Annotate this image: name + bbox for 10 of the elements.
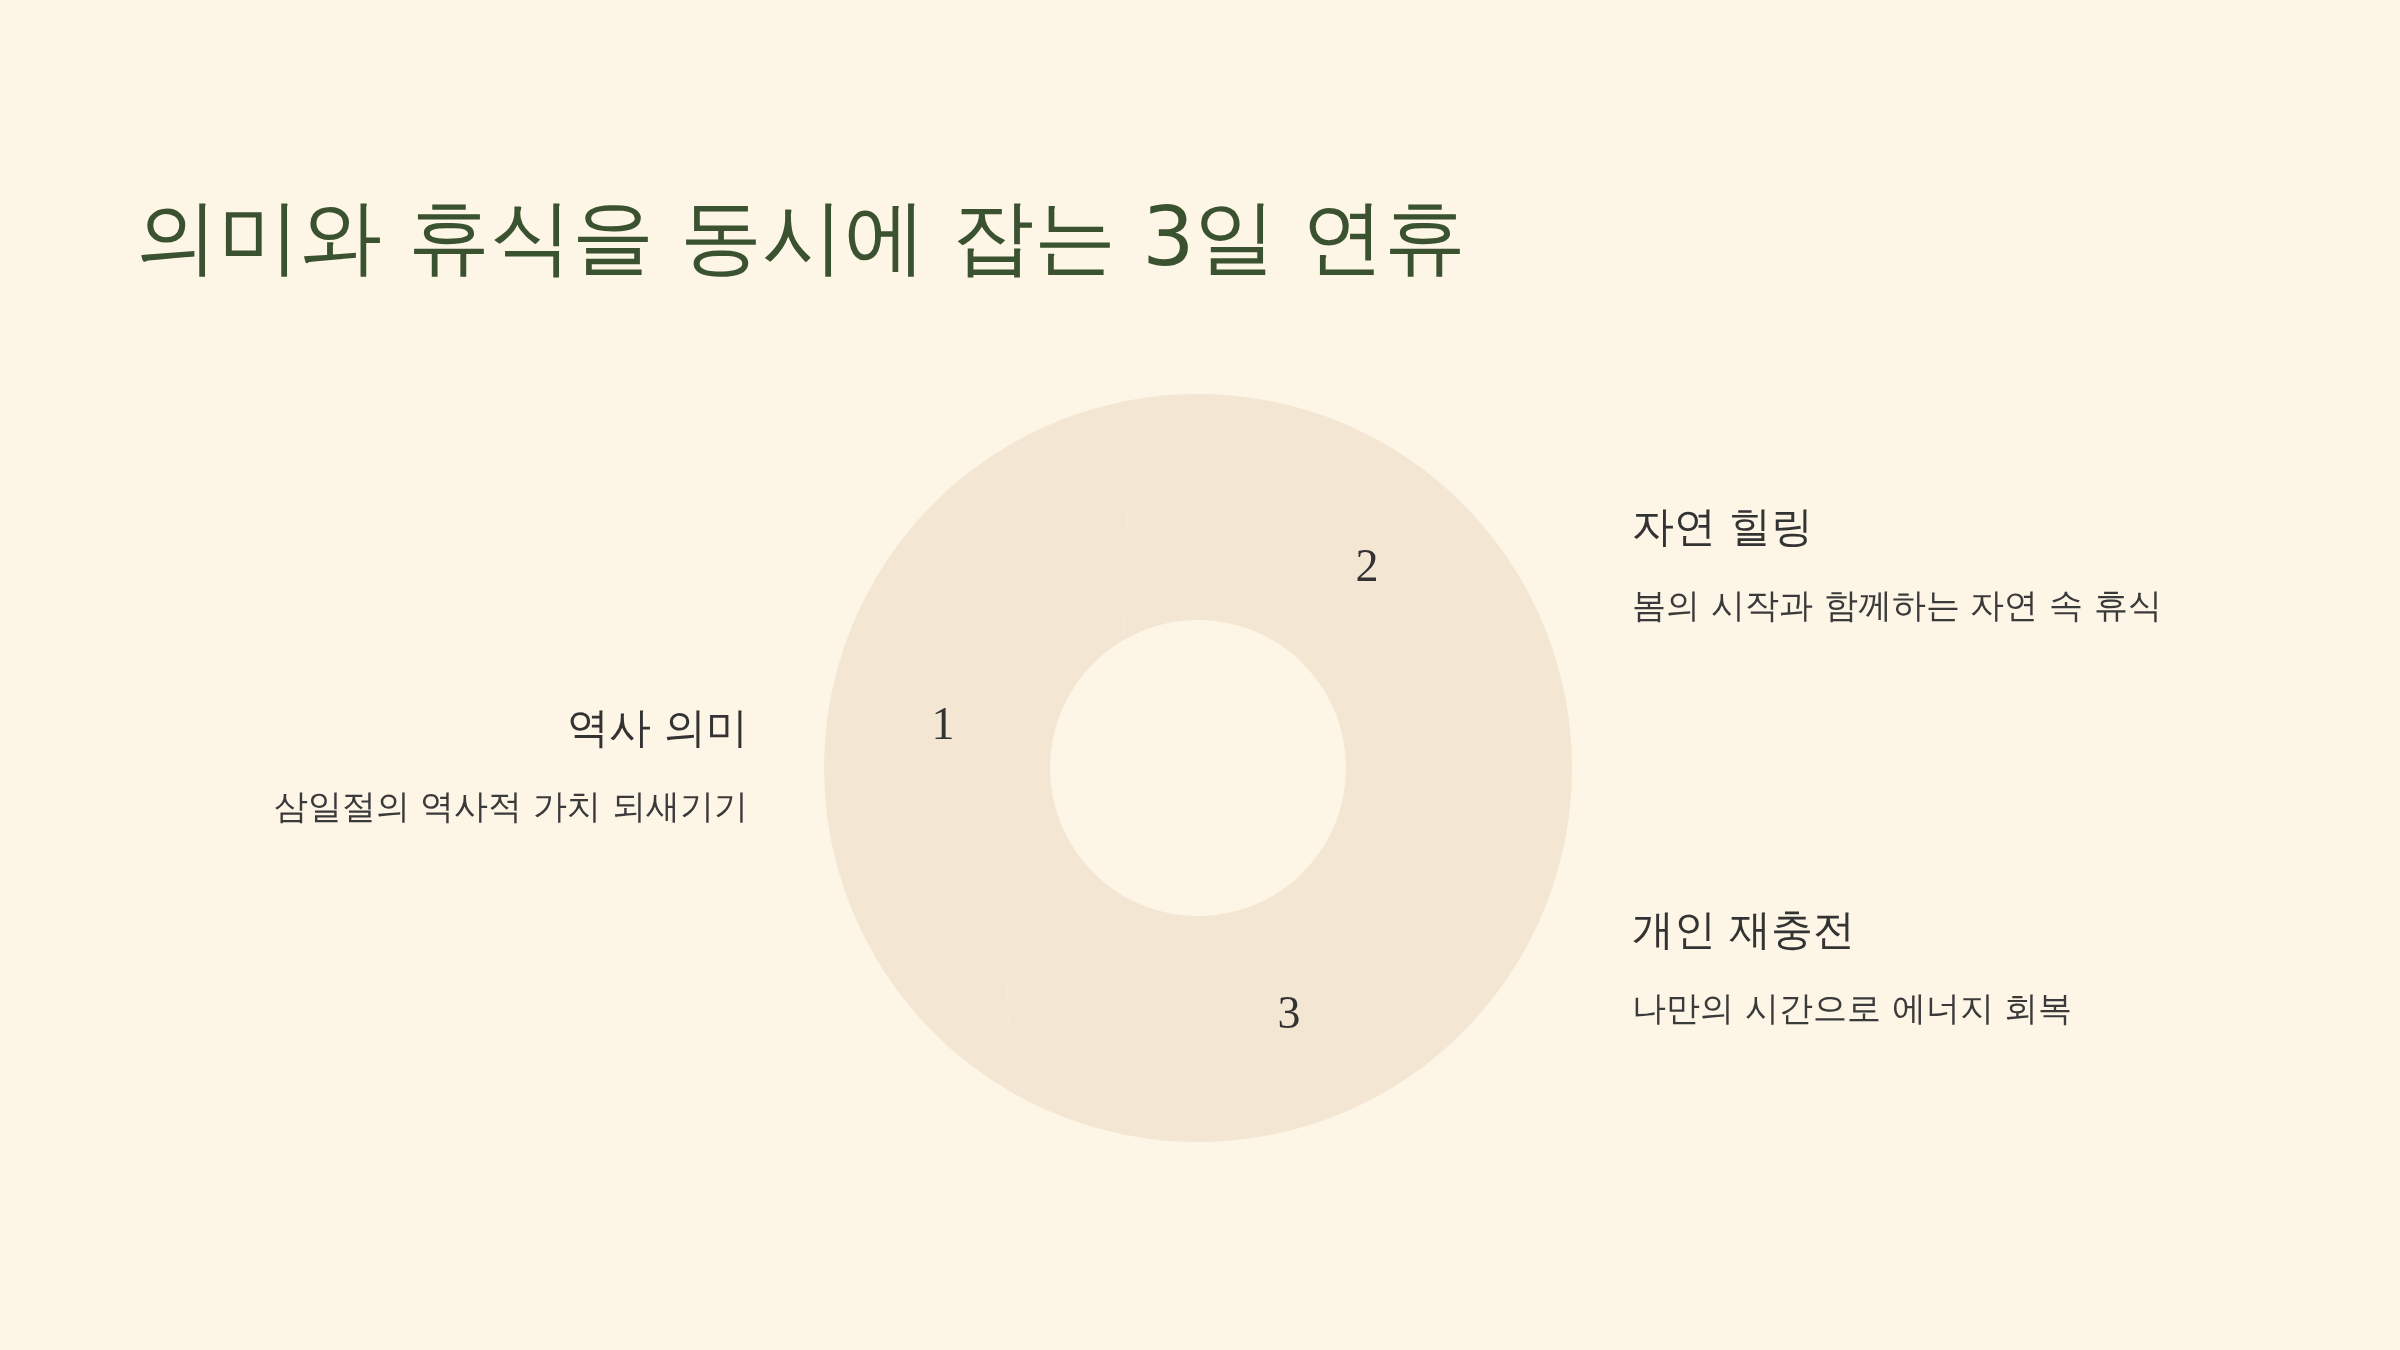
step-number: 2 (1355, 543, 1379, 589)
item-description: 삼일절의 역사적 가치 되새기기 (273, 784, 748, 827)
step-number: 3 (1277, 990, 1301, 1036)
item-heading: 개인 재충전 (1632, 903, 1856, 956)
item-description: 나만의 시간으로 에너지 회복 (1632, 986, 2073, 1029)
item-description: 봄의 시작과 함께하는 자연 속 휴식 (1632, 583, 2163, 626)
item-heading: 자연 힐링 (1632, 500, 1814, 553)
title: 의미와 휴식을 동시에 잡는 3일 연휴 (136, 196, 1467, 278)
step-number: 1 (931, 701, 955, 747)
item-heading: 역사 의미 (566, 701, 748, 754)
